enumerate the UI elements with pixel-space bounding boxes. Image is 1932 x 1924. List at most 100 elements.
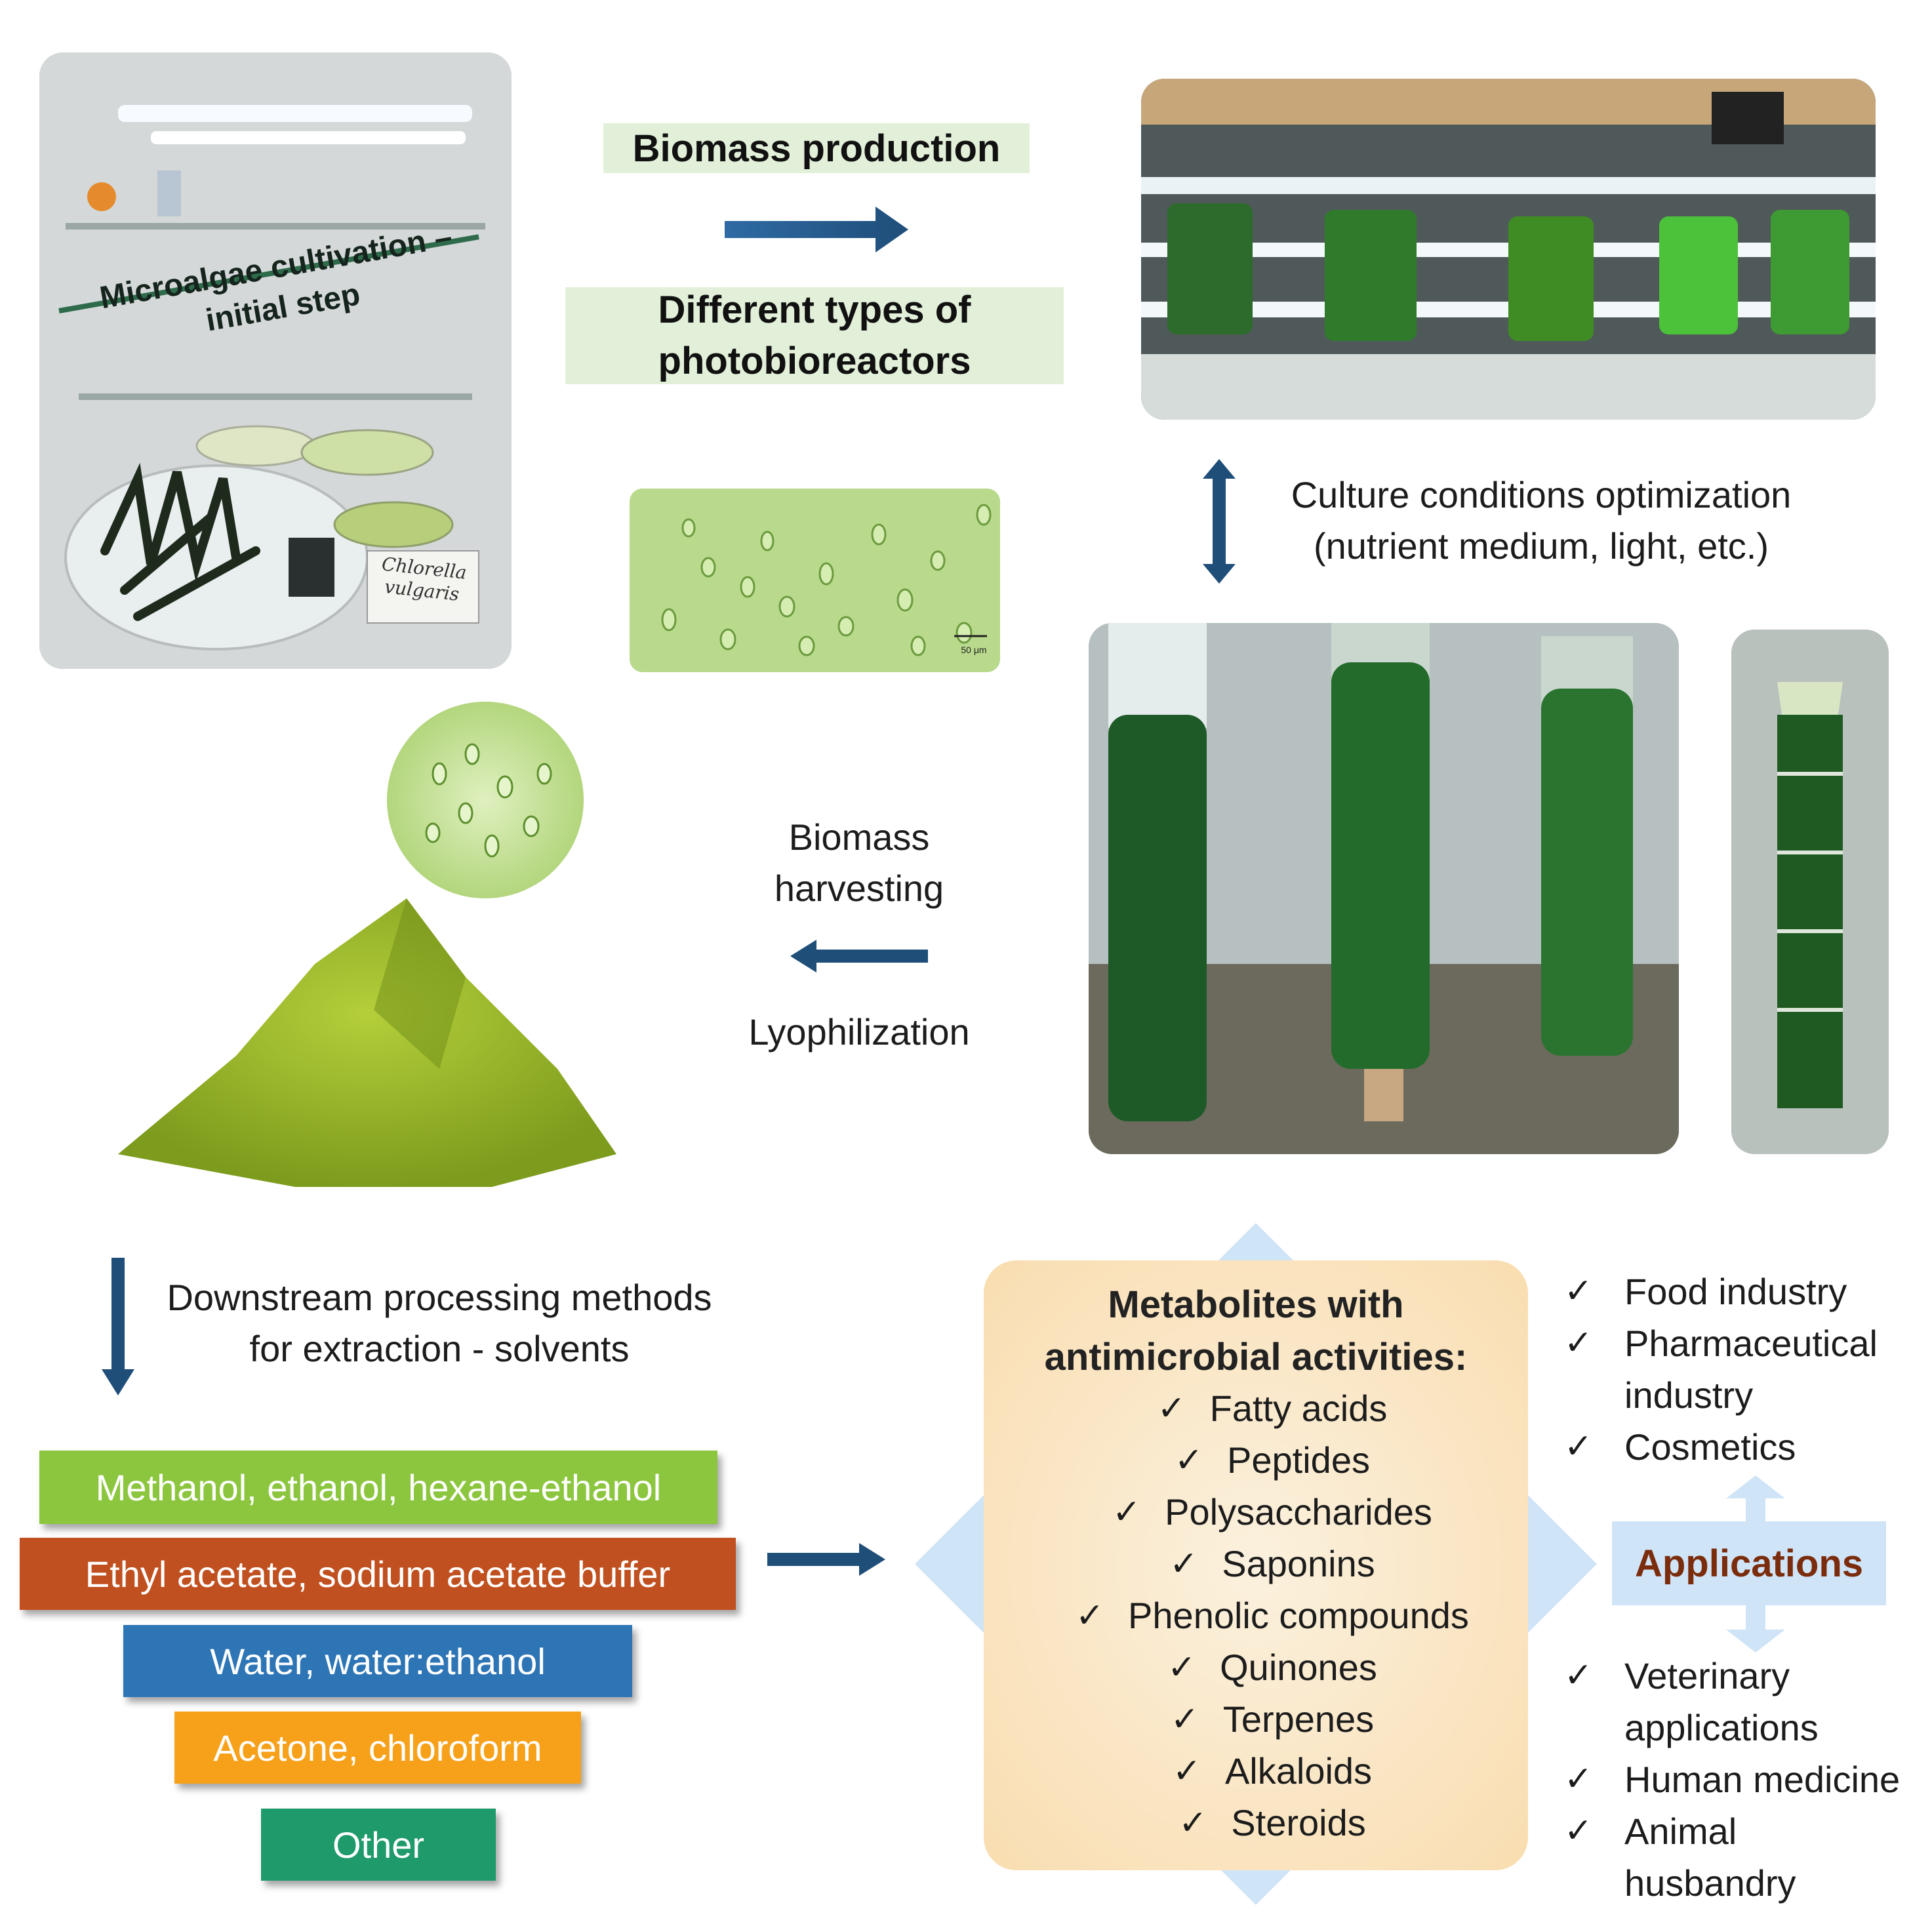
solvent-label-4: Acetone, chloroform <box>213 1727 542 1769</box>
biomass-production-text: Biomass production <box>632 127 1001 170</box>
metabolite-item: ✓ Fatty acids <box>1023 1382 1521 1434</box>
metabolite-item: ✓ Steroids <box>1023 1797 1521 1849</box>
application-item-continued: industry <box>1564 1369 1918 1421</box>
optimization-text: Culture conditions optimization (nutrien… <box>1246 470 1836 572</box>
solvent-box-3: Water, water:ethanol <box>123 1625 632 1697</box>
metabolite-item: ✓ Alkaloids <box>1023 1745 1521 1797</box>
optimization-line2: (nutrient medium, light, etc.) <box>1313 525 1769 567</box>
metabolite-label: Saponins <box>1222 1543 1375 1584</box>
application-label: Veterinary <box>1624 1655 1790 1696</box>
check-icon: ✓ <box>1170 1700 1199 1738</box>
metabolite-label: Steroids <box>1231 1802 1366 1843</box>
metabolite-label: Alkaloids <box>1224 1750 1373 1792</box>
application-item: ✓ Food industry <box>1564 1266 1918 1317</box>
metabolite-item: ✓ Saponins <box>1023 1538 1521 1590</box>
solvent-label-3: Water, water:ethanol <box>210 1640 546 1682</box>
check-icon: ✓ <box>1564 1324 1593 1362</box>
double-arrow-vertical <box>1203 459 1236 584</box>
solvent-label-5: Other <box>332 1824 425 1866</box>
check-icon: ✓ <box>1178 1803 1207 1842</box>
lab-cultivation-photo <box>39 52 512 669</box>
application-label: industry <box>1624 1374 1754 1416</box>
application-item: ✓ Pharmaceutical <box>1564 1317 1918 1369</box>
application-label: Cosmetics <box>1624 1426 1796 1468</box>
metabolites-title-line2: antimicrobial activities: <box>1044 1336 1468 1378</box>
application-label: Animal <box>1624 1811 1737 1852</box>
metabolite-label: Fatty acids <box>1209 1388 1388 1429</box>
application-item: ✓ Animal <box>1564 1805 1931 1857</box>
applications-bottom-list: ✓ Veterinary applications ✓ Human medicine… <box>1564 1650 1931 1909</box>
check-icon: ✓ <box>1076 1596 1104 1635</box>
check-icon: ✓ <box>1112 1493 1141 1531</box>
photobioreactors-line2: photobioreactors <box>658 340 971 382</box>
pbr-scene <box>1141 79 1876 420</box>
optimization-line1: Culture conditions optimization <box>1291 474 1792 515</box>
biomass-production-label: Biomass production <box>603 123 1030 173</box>
biomass-powder-image <box>98 702 643 1213</box>
harvest-line2: harvesting <box>774 868 944 909</box>
application-label: Pharmaceutical <box>1624 1323 1878 1364</box>
downstream-line2: for extraction - solvents <box>249 1328 630 1369</box>
check-icon: ✓ <box>1172 1752 1201 1790</box>
metabolite-item: ✓ Terpenes <box>1023 1693 1521 1745</box>
application-label: husbandry <box>1624 1862 1796 1904</box>
micrograph-cells <box>630 489 1000 672</box>
metabolite-item: ✓ Polysaccharides <box>1023 1486 1521 1538</box>
applications-text: Applications <box>1634 1542 1864 1585</box>
metabolite-label: Polysaccharides <box>1165 1491 1432 1533</box>
check-icon: ✓ <box>1167 1648 1196 1687</box>
application-item: ✓ Veterinary <box>1564 1650 1931 1702</box>
metabolite-item: ✓Peptides <box>1023 1434 1521 1486</box>
application-item-continued: husbandry <box>1564 1857 1931 1909</box>
micrograph-photo: 50 μm <box>630 489 1000 672</box>
solvent-box-2: Ethyl acetate, sodium acetate buffer <box>20 1538 736 1610</box>
metabolite-item: ✓ Phenolic compounds <box>1023 1590 1521 1641</box>
check-icon: ✓ <box>1564 1428 1593 1466</box>
applications-top-list: ✓Food industry ✓Pharmaceutical industry … <box>1564 1266 1918 1473</box>
solvent-box-4: Acetone, chloroform <box>174 1712 581 1784</box>
check-icon: ✓ <box>1175 1441 1203 1479</box>
tubes-scene <box>1089 623 1679 1154</box>
harvesting-text: Biomass harvesting <box>728 812 990 914</box>
application-item-continued: applications <box>1564 1702 1931 1754</box>
photobioreactors-photo <box>1141 79 1876 420</box>
flat-pbr-scene <box>1731 630 1889 1154</box>
solvent-box-5: Other <box>261 1809 496 1881</box>
metabolite-label: Terpenes <box>1222 1698 1375 1740</box>
metabolite-label: Phenolic compounds <box>1128 1595 1469 1636</box>
photobioreactors-line1: Different types of <box>658 289 971 331</box>
tubular-photobioreactors-photo <box>1089 623 1679 1154</box>
lab-scene <box>39 52 512 669</box>
check-icon: ✓ <box>1157 1389 1186 1428</box>
application-label: Human medicine <box>1624 1759 1901 1800</box>
check-icon: ✓ <box>1169 1544 1198 1583</box>
arrow-down-downstream <box>102 1258 134 1395</box>
lyophilization-text: Lyophilization <box>748 1011 970 1052</box>
application-label: Food industry <box>1624 1271 1847 1312</box>
application-item: ✓ Cosmetics <box>1564 1421 1918 1473</box>
harvest-line1: Biomass <box>788 816 930 858</box>
application-item: ✓ Human medicine <box>1564 1754 1931 1805</box>
arrow-right-solvents <box>767 1543 885 1576</box>
solvent-box-1: Methanol, ethanol, hexane-ethanol <box>39 1451 717 1524</box>
solvent-label-1: Methanol, ethanol, hexane-ethanol <box>95 1466 662 1508</box>
application-label: applications <box>1624 1707 1819 1748</box>
arrow-right-top <box>725 207 908 252</box>
check-icon: ✓ <box>1564 1272 1593 1310</box>
check-icon: ✓ <box>1564 1656 1593 1694</box>
metabolites-box <box>984 1260 1528 1870</box>
downstream-line1: Downstream processing methods <box>167 1277 712 1318</box>
solvent-label-2: Ethyl acetate, sodium acetate buffer <box>85 1553 671 1595</box>
metabolites-title-line1: Metabolites with <box>1108 1283 1404 1326</box>
check-icon: ✓ <box>1564 1760 1593 1798</box>
metabolite-label: Quinones <box>1220 1647 1377 1688</box>
powder-scene <box>118 702 616 1187</box>
metabolite-item: ✓ Quinones <box>1023 1641 1521 1693</box>
photobioreactors-label: Different types of photobioreactors <box>565 287 1064 384</box>
applications-label: Applications <box>1612 1521 1886 1605</box>
check-icon: ✓ <box>1564 1812 1593 1850</box>
metabolites-title: Metabolites with antimicrobial activitie… <box>984 1279 1528 1384</box>
arrow-left-harvest <box>790 940 928 972</box>
metabolites-list: ✓Fatty acids ✓Peptides ✓Polysaccharides … <box>1023 1382 1521 1849</box>
downstream-text: Downstream processing methods for extrac… <box>138 1272 741 1374</box>
